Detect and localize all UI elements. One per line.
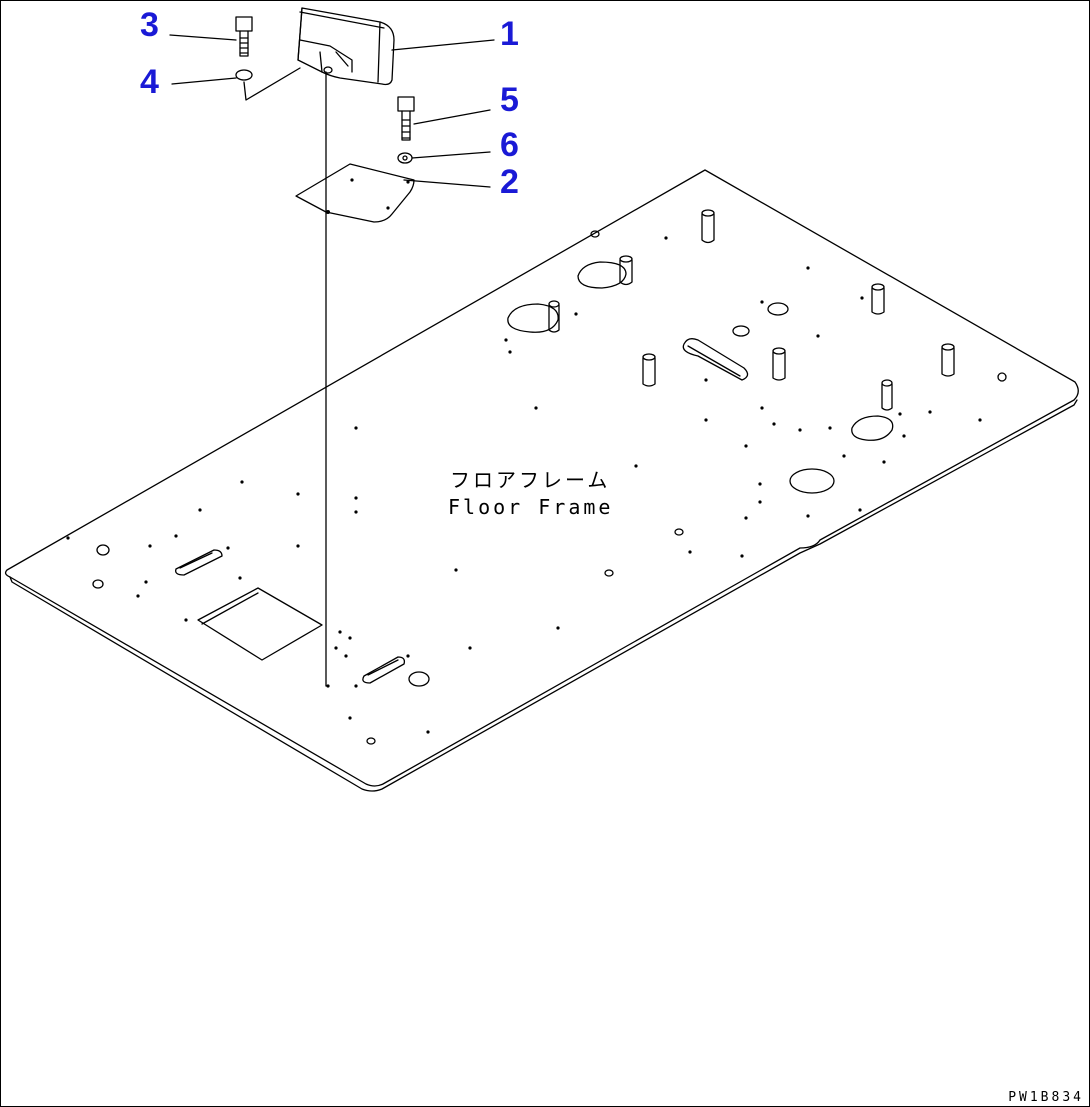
callout-4: 4	[140, 63, 159, 101]
plate-small-holes	[66, 178, 982, 734]
callout-1: 1	[500, 15, 519, 53]
part-4-washer	[235, 69, 253, 81]
plate-label-english: Floor Frame	[448, 495, 614, 519]
part-5-bolt	[397, 96, 415, 141]
callout-2: 2	[500, 163, 519, 201]
part-2-plate	[295, 163, 415, 223]
part-1-bracket	[297, 7, 395, 86]
plate-large-holes	[92, 230, 1007, 745]
drawing-code: PW1B834	[1008, 1090, 1084, 1105]
part-6-washer	[397, 152, 413, 164]
callout-3: 3	[140, 6, 159, 44]
callout-6: 6	[500, 126, 519, 164]
floor-frame-plate	[4, 169, 1079, 792]
callout-5: 5	[500, 81, 519, 119]
standoff-posts	[548, 209, 955, 411]
plate-label-japanese: フロアフレーム	[450, 468, 611, 492]
leader-lines	[169, 34, 495, 687]
part-3-bolt	[235, 16, 253, 57]
square-opening	[197, 587, 323, 661]
plate-slots	[175, 338, 894, 684]
